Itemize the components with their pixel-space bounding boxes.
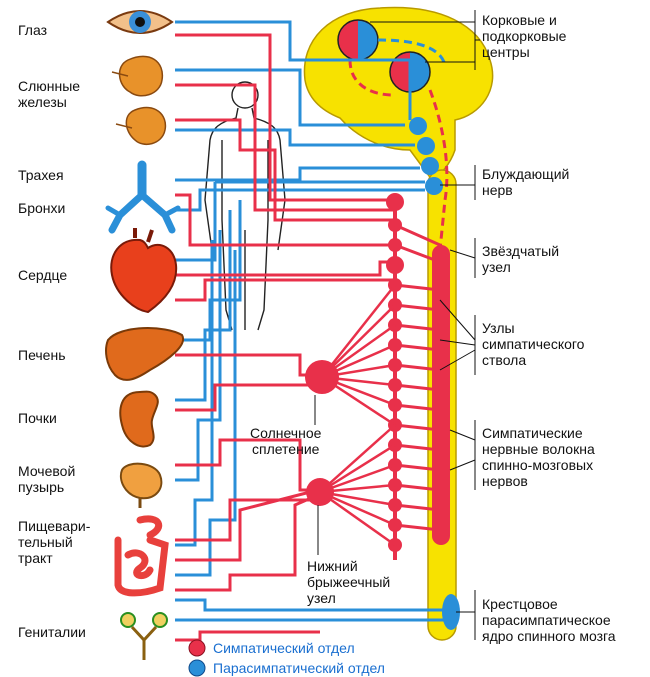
digestive-tract-icon xyxy=(114,515,169,597)
annotation-sacral-nucleus: Крестцовое парасимпатическое ядро спинно… xyxy=(482,596,616,644)
organ-label-heart: Сердце xyxy=(18,267,68,283)
organ-label-eye: Глаз xyxy=(18,22,48,38)
sympathetic-fibers xyxy=(175,33,395,642)
sympathetic-trunk xyxy=(386,193,441,560)
cortical-centers xyxy=(337,19,449,251)
organ-label-bladder: Мочевой пузырь xyxy=(18,463,76,495)
brain xyxy=(303,6,494,182)
organ-label-genitals: Гениталии xyxy=(18,624,86,640)
annotation-solar-plexus: Солнечное сплетение xyxy=(250,425,322,457)
annotation-cortical-centers: Корковые и подкорковые центры xyxy=(482,12,567,60)
solar-plexus xyxy=(305,284,396,427)
leader-lines xyxy=(314,10,480,640)
legend-dot-parasympathetic xyxy=(188,659,206,677)
parasympathetic-fibers xyxy=(175,20,450,622)
salivary-glands-icon xyxy=(111,55,167,146)
inferior-mesenteric-ganglion xyxy=(306,424,396,547)
legend-dot-sympathetic xyxy=(188,639,206,657)
heart-icon xyxy=(110,228,178,314)
trachea-bronchi-icon xyxy=(105,160,181,234)
genitals-icon xyxy=(120,612,168,660)
organ-label-kidneys: Почки xyxy=(18,410,57,426)
legend-parasympathetic: Парасимпатический отдел xyxy=(213,660,385,676)
kidney-icon xyxy=(119,390,159,448)
annotation-stellate-ganglion: Звёздчатый узел xyxy=(482,243,560,275)
organ-label-trachea: Трахея xyxy=(18,167,64,183)
liver-icon xyxy=(105,327,185,381)
organ-label-liver: Печень xyxy=(18,347,66,363)
annotation-mesenteric-ganglion: Нижний брыжеечный узел xyxy=(307,558,391,606)
organ-label-salivary: Слюнные железы xyxy=(18,78,81,110)
eye-icon xyxy=(106,10,174,34)
annotation-trunk-nodes: Узлы симпатического ствола xyxy=(482,320,585,368)
annotation-vagus-nerve: Блуждающий нерв xyxy=(482,166,570,198)
organ-label-digestive: Пищевари- тельный тракт xyxy=(18,518,91,566)
bladder-icon xyxy=(120,462,163,508)
annotation-spinal-fibers: Симпатические нервные волокна спинно-моз… xyxy=(482,425,595,489)
organ-label-bronchi: Бронхи xyxy=(18,200,66,216)
vagus-nuclei xyxy=(409,117,443,195)
legend-sympathetic: Симпатический отдел xyxy=(213,640,355,656)
